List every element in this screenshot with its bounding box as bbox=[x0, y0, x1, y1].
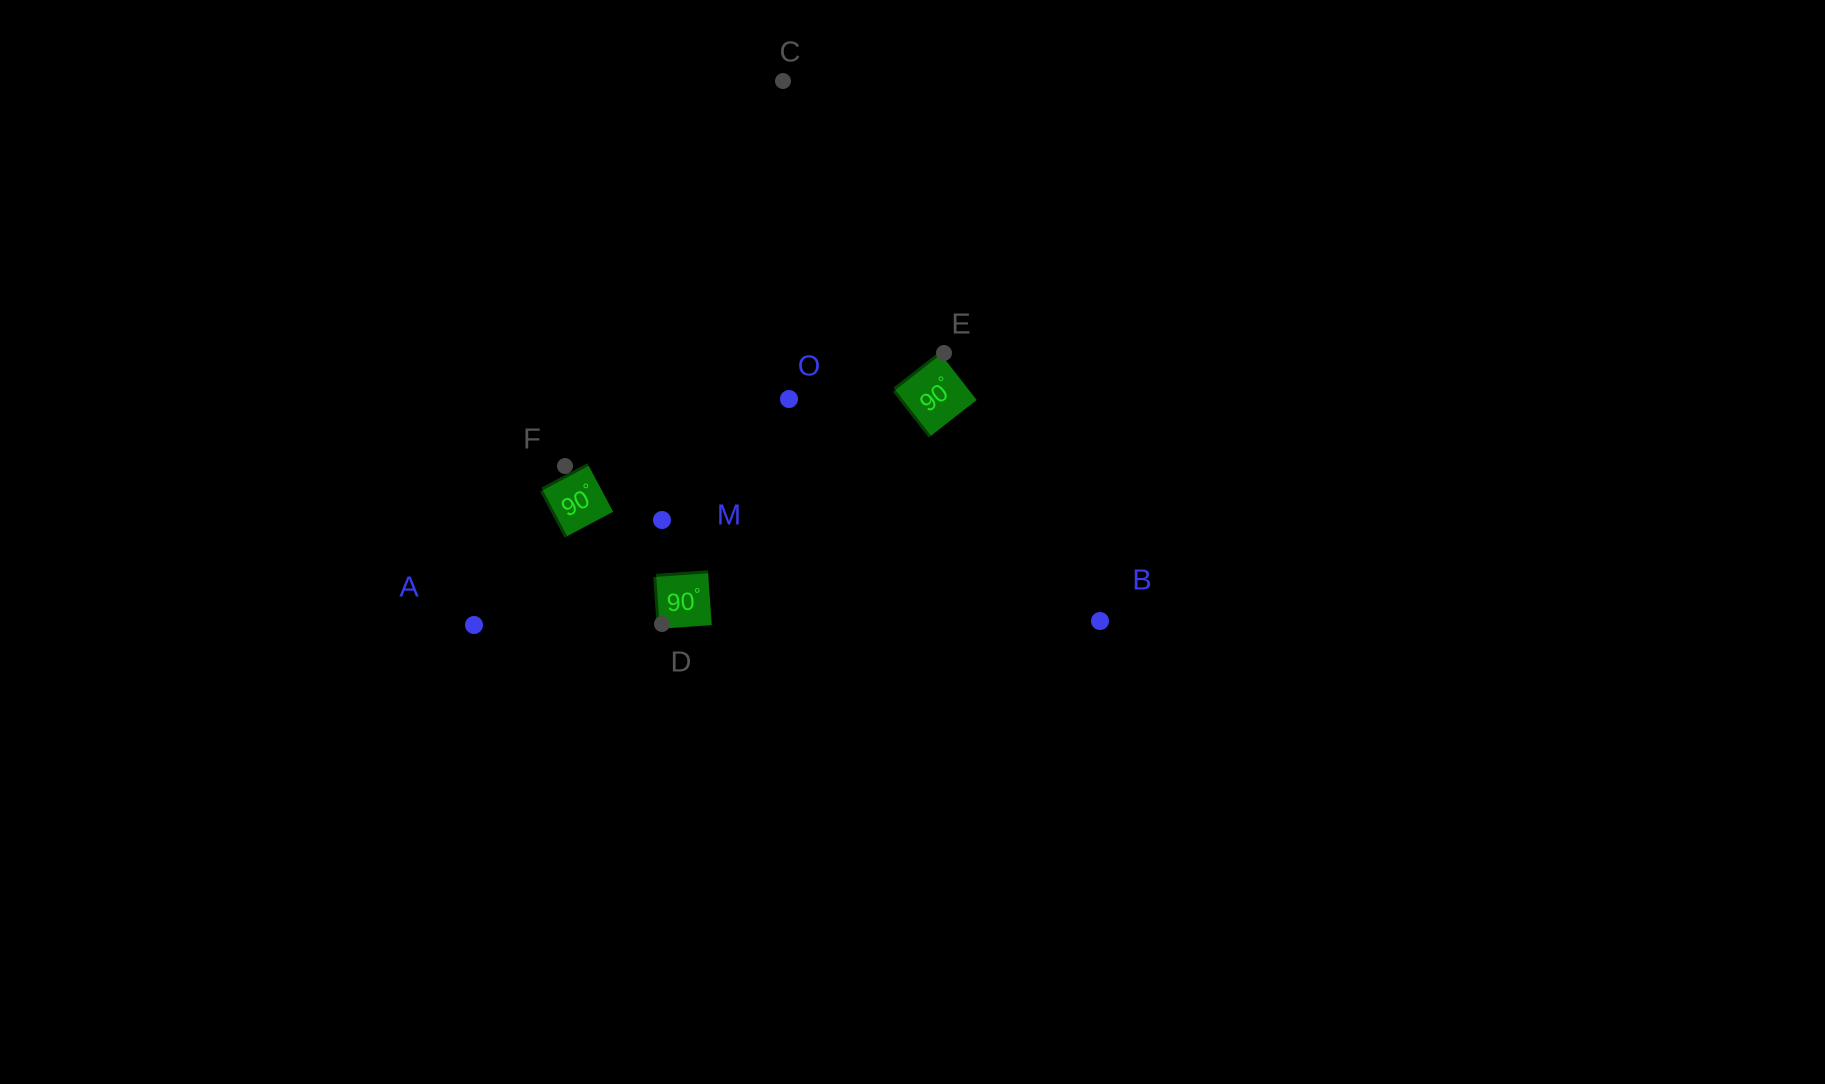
point-label-m: M bbox=[716, 499, 742, 532]
right-angle-marker: 90° bbox=[540, 463, 614, 538]
point-marker-c[interactable] bbox=[775, 73, 791, 89]
degree-symbol: ° bbox=[693, 584, 702, 605]
point-label-d: D bbox=[670, 646, 692, 679]
point-marker-f[interactable] bbox=[557, 458, 573, 474]
point-marker-o[interactable] bbox=[780, 390, 798, 408]
point-label-e: E bbox=[951, 308, 971, 341]
point-marker-e[interactable] bbox=[936, 345, 952, 361]
angle-value-label: 90° bbox=[665, 584, 702, 618]
point-label-f: F bbox=[523, 423, 541, 456]
point-label-b: B bbox=[1132, 564, 1152, 597]
point-marker-a[interactable] bbox=[465, 616, 483, 634]
point-marker-m[interactable] bbox=[653, 511, 671, 529]
point-marker-b[interactable] bbox=[1091, 612, 1109, 630]
right-angle-marker: 90° bbox=[892, 351, 977, 438]
point-label-a: A bbox=[399, 571, 419, 604]
point-label-c: C bbox=[779, 36, 801, 69]
point-marker-d[interactable] bbox=[654, 616, 670, 632]
point-label-o: O bbox=[797, 350, 821, 383]
